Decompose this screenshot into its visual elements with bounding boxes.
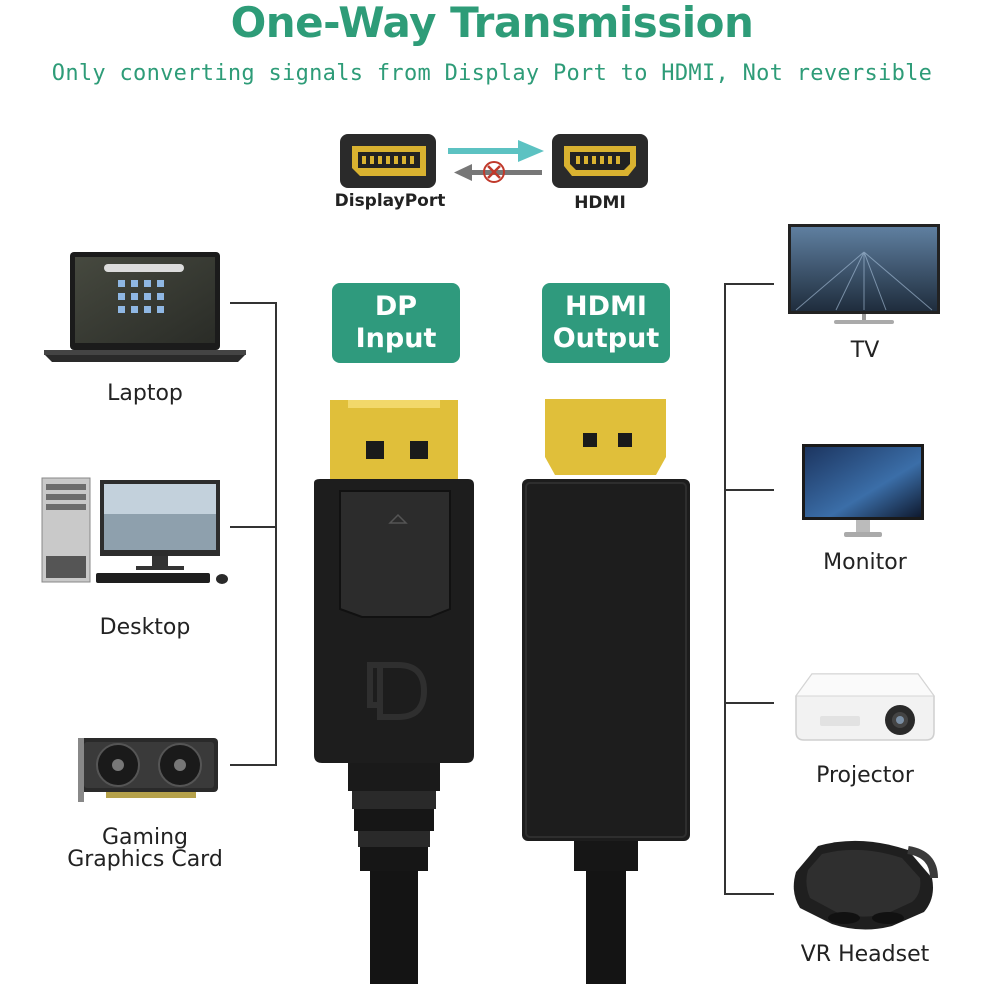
transmission-diagram <box>340 134 648 188</box>
cable-illustration <box>314 399 690 984</box>
tv-label: TV <box>850 338 880 363</box>
output-bracket-line <box>724 283 726 895</box>
dp-plug-icon <box>314 400 474 984</box>
projector-connector-line <box>724 702 774 704</box>
graphics-card-connector-line <box>230 764 277 766</box>
dp-input-badge-line2: Input <box>355 323 437 354</box>
forward-arrow-icon <box>448 140 544 162</box>
desktop-label: Desktop <box>99 615 191 640</box>
monitor-label: Monitor <box>823 550 907 575</box>
desktop-connector-line <box>230 526 277 528</box>
desktop-icon <box>41 477 228 584</box>
tv-icon <box>788 224 940 324</box>
vr-headset-label: VR Headset <box>800 942 930 967</box>
hdmi-output-badge: HDMI Output <box>542 283 670 363</box>
blocked-reverse-arrow-icon <box>454 161 542 183</box>
displayport-label: DisplayPort <box>334 191 446 211</box>
displayport-connector-icon <box>340 134 436 188</box>
graphics-card-label-line1: Gaming <box>102 825 188 850</box>
dp-input-badge-line1: DP <box>374 291 418 322</box>
input-bracket-line <box>275 302 277 766</box>
monitor-connector-line <box>724 489 774 491</box>
monitor-icon <box>802 444 924 537</box>
hdmi-connector-icon <box>552 134 648 188</box>
hdmi-output-badge-line1: HDMI <box>565 291 647 322</box>
laptop-connector-line <box>230 302 277 304</box>
laptop-label: Laptop <box>107 381 183 406</box>
hdmi-plug-icon <box>522 399 690 984</box>
hdmi-output-badge-line2: Output <box>552 323 660 354</box>
page-title: One-Way Transmission <box>230 0 754 47</box>
projector-icon <box>795 673 935 741</box>
graphics-card-label-line2: Graphics Card <box>67 847 223 872</box>
graphics-card-icon <box>78 738 218 802</box>
vr-connector-line <box>724 893 774 895</box>
tv-connector-line <box>724 283 774 285</box>
laptop-icon <box>44 252 246 362</box>
projector-label: Projector <box>816 763 914 788</box>
page-subtitle: Only converting signals from Display Por… <box>51 61 933 86</box>
vr-headset-icon <box>793 840 938 930</box>
hdmi-label: HDMI <box>574 193 626 213</box>
dp-input-badge: DP Input <box>332 283 460 363</box>
